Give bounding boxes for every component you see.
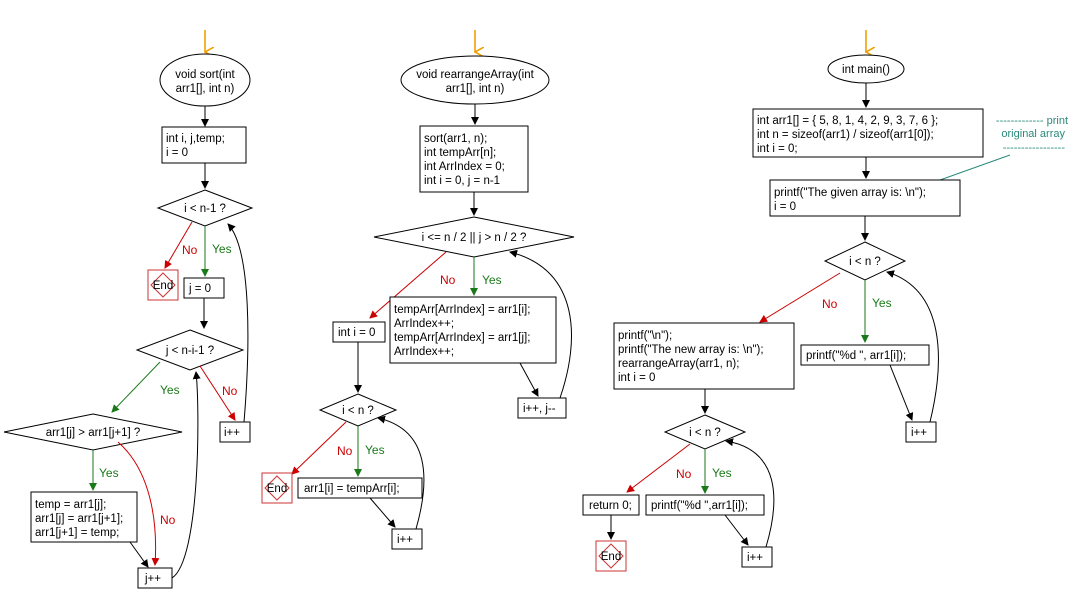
rearrange-end-label: End bbox=[267, 483, 287, 495]
rearrange-i-inc-box[interactable] bbox=[391, 528, 423, 550]
sort-compare-no-label: No bbox=[160, 513, 176, 527]
sort-swap-line1: temp = arr1[j]; bbox=[35, 499, 106, 511]
main-note-connector bbox=[939, 154, 1011, 181]
sort-i-inc-text: i++ bbox=[224, 427, 240, 439]
sort-j-init-text: j = 0 bbox=[188, 283, 211, 295]
sort-inner-yes-label: Yes bbox=[160, 383, 180, 397]
rearrange-init-box[interactable] bbox=[419, 125, 529, 193]
main-i-inc2-text: i++ bbox=[747, 552, 763, 564]
main-print1-no-label: No bbox=[822, 297, 838, 311]
rearrange-init-line2: int tempArr[n]; bbox=[424, 147, 496, 159]
sort-end-label: End bbox=[153, 280, 173, 292]
main-print-given-line2: i = 0 bbox=[774, 201, 796, 213]
main-print-elem2-box[interactable] bbox=[645, 494, 765, 516]
sort-start-line1: void sort(int bbox=[175, 69, 235, 81]
rearrange-init-line4: int i = 0, j = n-1 bbox=[424, 175, 500, 187]
sort-swap-box[interactable] bbox=[30, 491, 138, 543]
main-i-inc2-box[interactable] bbox=[741, 546, 773, 568]
main-end-label: End bbox=[601, 551, 621, 563]
sort-outer-no-label: No bbox=[182, 243, 198, 257]
main-init-line3: int i = 0; bbox=[757, 143, 798, 155]
main-end-node[interactable] bbox=[595, 540, 627, 572]
main-rearrange-line4: int i = 0 bbox=[618, 372, 655, 384]
rearrange-fill-line4: ArrIndex++; bbox=[394, 346, 454, 358]
sort-inner-no-label: No bbox=[222, 384, 238, 398]
rearrange-fill-line1: tempArr[ArrIndex] = arr1[i]; bbox=[394, 304, 530, 316]
sort-init-line1: int i, j,temp; bbox=[166, 133, 225, 145]
main-note-line2: original array bbox=[1001, 128, 1065, 140]
sort-inner-decision[interactable] bbox=[135, 329, 245, 371]
main-print-given-line1: printf("The given array is: \n"); bbox=[774, 187, 926, 199]
main-print2-cond: i < n ? bbox=[689, 427, 721, 439]
rearrange-copy-box[interactable] bbox=[297, 477, 423, 499]
sort-compare-yes-label: Yes bbox=[99, 466, 119, 480]
sort-compare-cond: arr1[j] > arr1[j+1] ? bbox=[46, 427, 141, 439]
main-print-given-box[interactable] bbox=[769, 179, 961, 217]
rearrange-copy-yes-label: Yes bbox=[365, 443, 385, 457]
main-rearrange-line1: printf("\n"); bbox=[618, 330, 672, 342]
rearrange-copy-cond: i < n ? bbox=[342, 405, 374, 417]
main-print-elem2-text: printf("%d ",arr1[i]); bbox=[651, 500, 748, 512]
rearrange-i-reset-box[interactable] bbox=[332, 321, 386, 343]
main-rearrange-line3: rearrangeArray(arr1, n); bbox=[618, 358, 739, 370]
main-rearrange-box[interactable] bbox=[613, 322, 795, 390]
rearrange-copy-text: arr1[i] = tempArr[i]; bbox=[304, 483, 400, 495]
main-print1-yes-label: Yes bbox=[872, 296, 892, 310]
rearrange-i-inc-text: i++ bbox=[397, 534, 413, 546]
sort-inner-cond: j < n-i-1 ? bbox=[165, 345, 214, 357]
main-i-inc1-box[interactable] bbox=[905, 421, 937, 443]
main-return-text: return 0; bbox=[589, 500, 632, 512]
main-print2-yes-label: Yes bbox=[712, 466, 732, 480]
main-print2-no-label: No bbox=[676, 467, 692, 481]
sort-j-inc-text: j++ bbox=[144, 573, 161, 585]
main-note-line1: ------------- print bbox=[996, 115, 1068, 127]
rearrange-step-box[interactable] bbox=[517, 397, 567, 419]
rearrange-init-line1: sort(arr1, n); bbox=[424, 133, 487, 145]
rearrange-i-reset-text: int i = 0 bbox=[338, 327, 375, 339]
main-print1-cond: i < n ? bbox=[849, 256, 881, 268]
rearrange-start-line2: arr1[], int n) bbox=[446, 83, 505, 95]
rearrange-end-node[interactable] bbox=[261, 472, 293, 504]
sort-swap-line2: arr1[j] = arr1[j+1]; bbox=[35, 513, 123, 525]
sort-init-box[interactable] bbox=[161, 126, 247, 164]
sort-flow: void sort(int arr1[], int n) int i, j,te… bbox=[3, 30, 254, 589]
main-rearrange-line2: printf("The new array is: \n"); bbox=[618, 344, 764, 356]
sort-end-node[interactable] bbox=[147, 269, 179, 301]
sort-outer-cond: i < n-1 ? bbox=[184, 203, 226, 215]
sort-outer-yes-label: Yes bbox=[212, 242, 232, 256]
rearrange-fill-line2: ArrIndex++; bbox=[394, 318, 454, 330]
rearrange-loop-cond: i <= n / 2 || j > n / 2 ? bbox=[422, 232, 527, 244]
rearrange-step-text: i++, j-- bbox=[523, 403, 556, 415]
sort-init-line2: i = 0 bbox=[166, 147, 188, 159]
rearrange-init-line3: int ArrIndex = 0; bbox=[424, 161, 505, 173]
rearrange-fill-box[interactable] bbox=[389, 296, 557, 364]
rearrange-loop-yes-label: Yes bbox=[482, 273, 502, 287]
main-init-box[interactable] bbox=[752, 108, 984, 158]
rearrange-fill-line3: tempArr[ArrIndex] = arr1[j]; bbox=[394, 332, 530, 344]
main-print-elem1-box[interactable] bbox=[800, 344, 930, 366]
main-start-label: int main() bbox=[842, 64, 890, 76]
main-init-line2: int n = sizeof(arr1) / sizeof(arr1[0]); bbox=[757, 129, 934, 141]
main-init-line1: int arr1[] = { 5, 8, 1, 4, 2, 9, 3, 7, 6… bbox=[757, 115, 938, 127]
sort-i-inc-box[interactable] bbox=[219, 421, 251, 443]
rearrange-flow: void rearrangeArray(int arr1[], int n) s… bbox=[261, 30, 575, 550]
main-flow: int main() int arr1[] = { 5, 8, 1, 4, 2,… bbox=[582, 30, 1068, 572]
main-note-line3: ----------------- bbox=[1003, 142, 1066, 154]
rearrange-start-line1: void rearrangeArray(int bbox=[416, 69, 534, 81]
main-print-elem1-text: printf("%d ", arr1[i]); bbox=[806, 350, 906, 362]
rearrange-copy-no-label: No bbox=[337, 444, 353, 458]
sort-swap-line3: arr1[j+1] = temp; bbox=[35, 527, 119, 539]
rearrange-loop-no-label: No bbox=[440, 273, 456, 287]
sort-start-line2: arr1[], int n) bbox=[176, 83, 235, 95]
main-i-inc1-text: i++ bbox=[911, 427, 927, 439]
